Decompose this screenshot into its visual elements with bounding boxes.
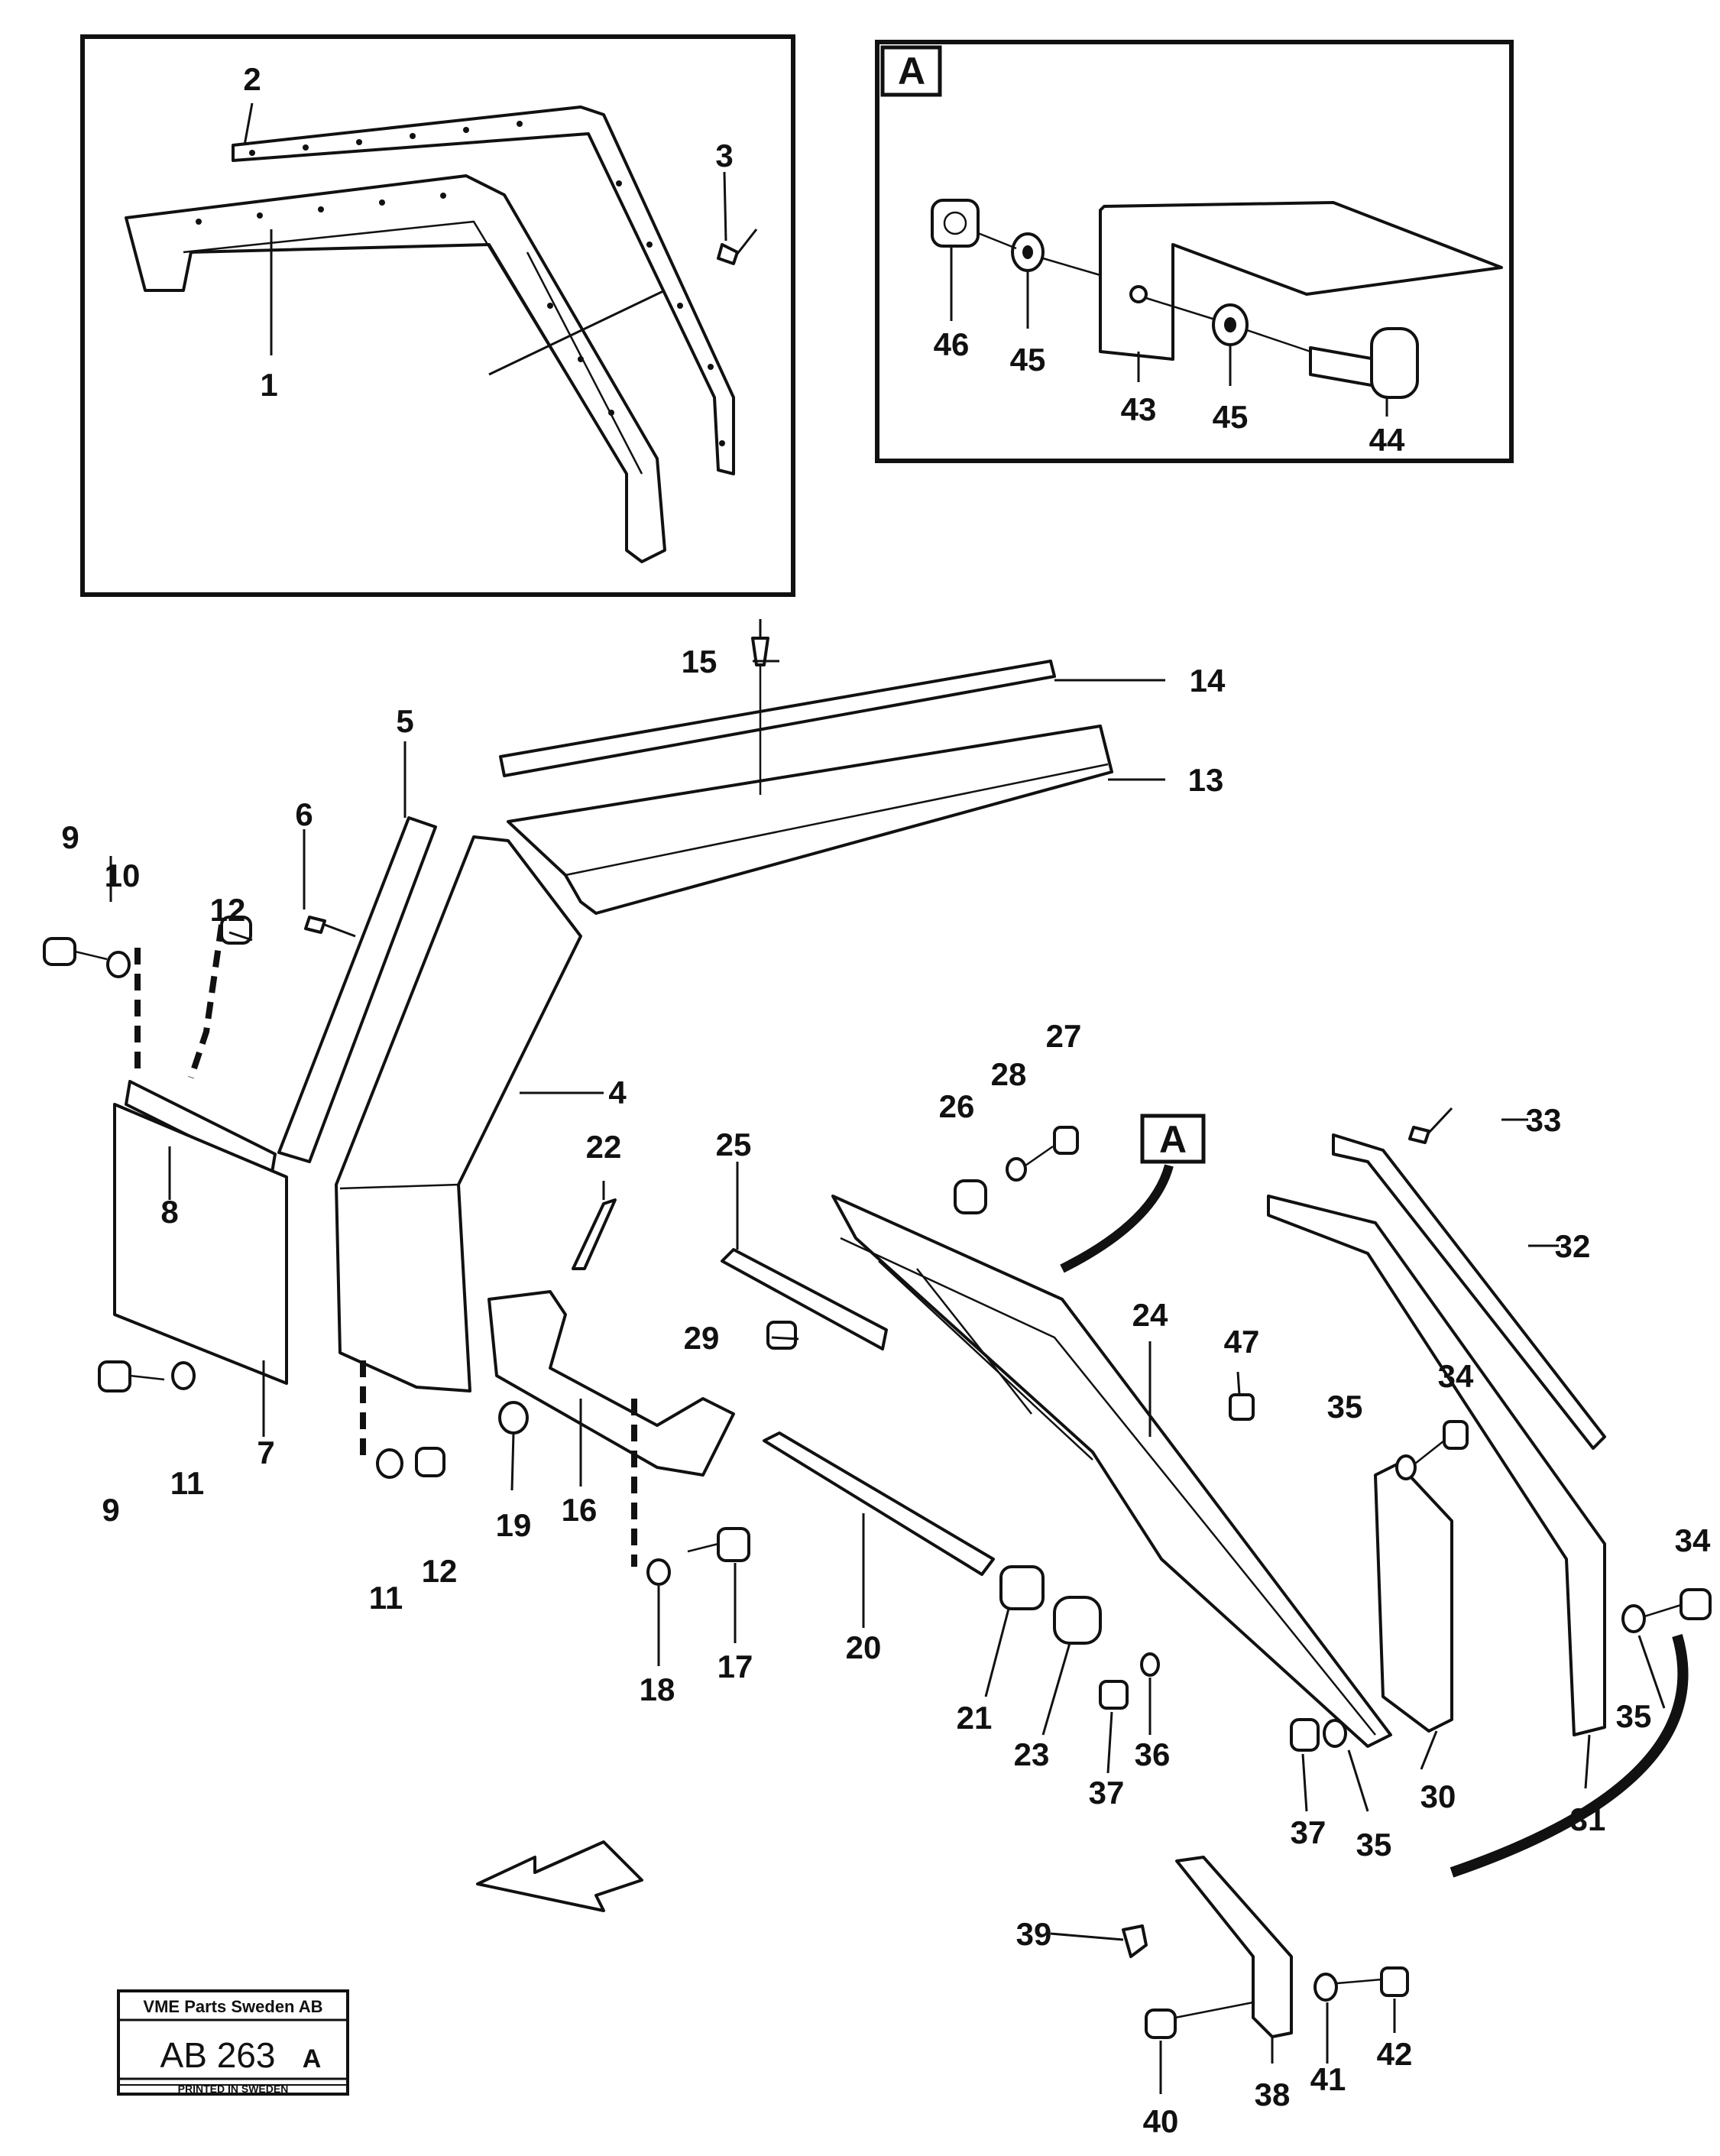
callout-45-left: 45 [1010, 342, 1046, 378]
callout-12-bottom: 12 [422, 1553, 458, 1589]
callout-18: 18 [640, 1671, 675, 1707]
callout-47: 47 [1224, 1324, 1260, 1360]
callout-38: 38 [1255, 2077, 1291, 2112]
stamp-code: AB 263 [160, 2035, 276, 2075]
callout-14: 14 [1190, 663, 1226, 699]
callout-24: 24 [1132, 1297, 1168, 1333]
callout-43: 43 [1121, 391, 1157, 427]
callout-11-right: 11 [369, 1580, 403, 1616]
publisher-stamp [117, 1989, 349, 2096]
callout-40: 40 [1143, 2103, 1179, 2139]
callout-42: 42 [1377, 2036, 1413, 2072]
callout-41: 41 [1310, 2061, 1346, 2097]
callout-36: 36 [1135, 1736, 1171, 1772]
main-exploded-view [43, 619, 1712, 2094]
callout-22: 22 [586, 1129, 622, 1165]
callout-5: 5 [396, 703, 413, 739]
callout-10: 10 [105, 858, 141, 893]
inset-frame-detail-a [875, 40, 1514, 463]
callout-9-bottom: 9 [102, 1492, 119, 1528]
callout-28: 28 [991, 1056, 1027, 1092]
stamp-company: VME Parts Sweden AB [143, 1997, 322, 2016]
detail-a-ref-label: A [1159, 1118, 1187, 1161]
callout-13: 13 [1188, 762, 1224, 798]
callout-37-right: 37 [1291, 1814, 1326, 1850]
callout-46: 46 [934, 326, 970, 362]
callout-26: 26 [939, 1088, 975, 1124]
callout-19: 19 [496, 1507, 532, 1543]
callout-29: 29 [684, 1320, 720, 1356]
callout-4: 4 [608, 1075, 627, 1110]
callout-31: 31 [1570, 1801, 1606, 1837]
callout-11-left: 11 [170, 1465, 204, 1501]
stamp-printed: PRINTED IN SWEDEN [178, 2083, 289, 2095]
callout-17: 17 [717, 1649, 753, 1684]
callout-20: 20 [846, 1629, 882, 1665]
callout-33: 33 [1526, 1102, 1562, 1138]
callout-6: 6 [295, 796, 313, 832]
callout-32: 32 [1555, 1228, 1591, 1264]
callout-23: 23 [1014, 1736, 1050, 1772]
callout-45-right: 45 [1213, 399, 1249, 435]
callout-8: 8 [160, 1194, 178, 1230]
callout-15: 15 [682, 644, 717, 679]
callout-35-upper: 35 [1327, 1389, 1363, 1425]
callout-25: 25 [716, 1127, 752, 1162]
callout-44: 44 [1369, 422, 1405, 458]
callout-9-top: 9 [61, 819, 79, 855]
callout-35-lower: 35 [1356, 1827, 1392, 1863]
stamp-suffix: A [303, 2044, 322, 2073]
callout-27: 27 [1046, 1018, 1082, 1054]
callout-34-upper: 34 [1438, 1358, 1474, 1394]
callout-21: 21 [957, 1700, 993, 1736]
callout-35-right: 35 [1616, 1698, 1652, 1734]
callout-12-top: 12 [210, 892, 246, 928]
callout-7: 7 [257, 1435, 274, 1470]
inset-frame-bracket [80, 34, 795, 597]
callout-30: 30 [1420, 1778, 1456, 1814]
callout-39: 39 [1016, 1916, 1052, 1952]
detail-a-label: A [898, 50, 925, 92]
callout-16: 16 [562, 1492, 598, 1528]
callout-1: 1 [260, 367, 277, 403]
callout-3: 3 [715, 138, 733, 173]
callout-2: 2 [243, 61, 261, 97]
callout-34-right: 34 [1675, 1522, 1711, 1558]
callout-37-left: 37 [1089, 1775, 1125, 1811]
